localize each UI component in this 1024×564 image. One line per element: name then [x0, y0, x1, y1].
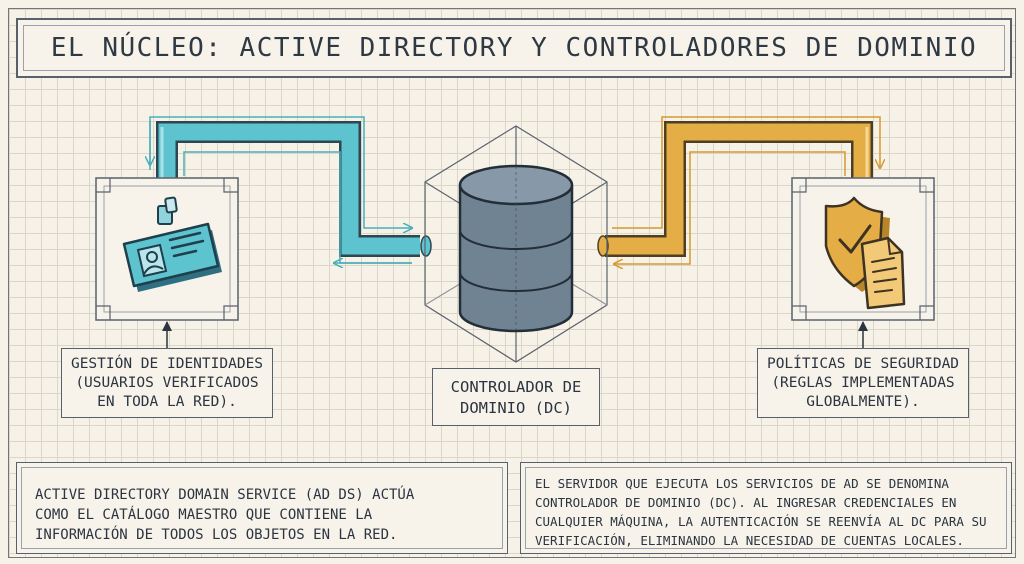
id-card-icon — [122, 196, 222, 292]
policy-label-line2: (reglas implementadas — [771, 375, 955, 391]
identity-label-line2: (usuarios verificados — [75, 375, 259, 391]
dc-description-line3: cualquier máquina, la autenticación se r… — [535, 514, 987, 529]
dc-label-line2: dominio (DC) — [460, 399, 572, 417]
title-banner: El núcleo: Active Directory y controlado… — [16, 18, 1012, 78]
dc-label-line1: Controlador de — [450, 378, 582, 396]
dc-description-line2: controlador de dominio (DC). Al ingresar… — [535, 495, 957, 510]
policy-label-line3: globalmente). — [806, 394, 920, 410]
dc-description-box: El servidor que ejecuta los servicios de… — [520, 462, 1012, 554]
database-cylinder-icon — [458, 164, 574, 333]
policy-label-box: Políticas de seguridad (reglas implement… — [757, 348, 969, 418]
policy-connector — [597, 116, 880, 264]
dc-label-box: Controlador de dominio (DC) — [432, 368, 600, 426]
ad-ds-description-line1: Active Directory Domain Service (AD DS) … — [35, 487, 415, 503]
policy-label-line1: Políticas de seguridad — [766, 356, 960, 372]
identity-label-line1: Gestión de identidades — [70, 356, 264, 372]
identity-connector — [150, 116, 432, 263]
shield-document-icon — [824, 196, 906, 310]
ad-ds-description-line2: como el catálogo maestro que contiene la — [35, 507, 373, 523]
identity-label-line3: en toda la red). — [97, 394, 237, 410]
ad-ds-description-line3: información de todos los objetos en la r… — [35, 527, 398, 543]
dc-description-line4: verificación, eliminando la necesidad de… — [535, 533, 964, 548]
dc-description-line1: El servidor que ejecuta los servicios de… — [535, 476, 949, 491]
identity-label-box: Gestión de identidades (usuarios verific… — [61, 348, 273, 418]
ad-ds-description-box: Active Directory Domain Service (AD DS) … — [16, 462, 508, 554]
